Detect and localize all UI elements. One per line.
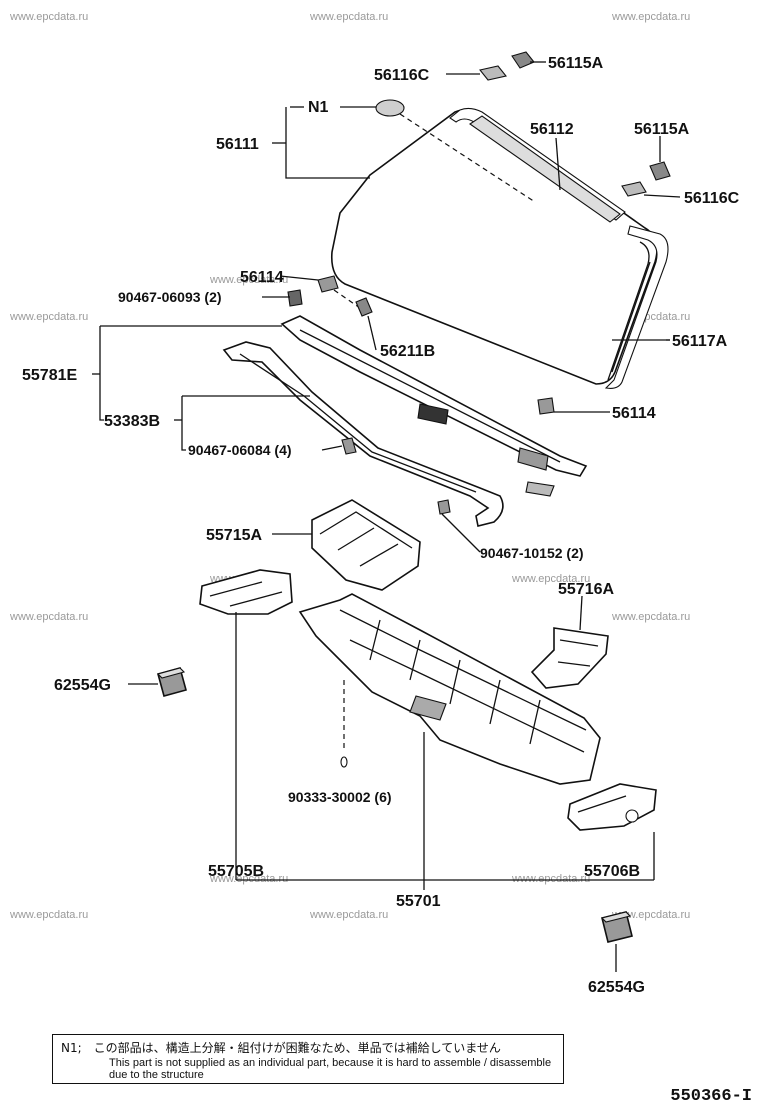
watermark: www.epcdata.ru <box>9 11 88 23</box>
label-56116C-top: 56116C <box>374 67 430 84</box>
label-90467-10152: 90467-10152 (2) <box>480 545 584 561</box>
label-55781E: 55781E <box>22 367 77 384</box>
watermark: www.epcdata.ru <box>611 909 690 921</box>
watermark: www.epcdata.ru <box>511 573 590 585</box>
label-n1: N1 <box>308 99 329 116</box>
label-62554G-bottom: 62554G <box>588 979 645 996</box>
windshield-molding-side <box>604 225 669 389</box>
label-56115A-right: 56115A <box>634 121 690 138</box>
label-62554G-left: 62554G <box>54 677 111 694</box>
watermark: www.epcdata.ru <box>9 311 88 323</box>
label-90333-30002: 90333-30002 (6) <box>288 789 392 805</box>
watermarks: www.epcdata.ru www.epcdata.ru www.epcdat… <box>9 11 690 921</box>
cowl-side-panel-55716A <box>530 627 609 689</box>
watermark: www.epcdata.ru <box>511 873 590 885</box>
label-56114-mid: 56114 <box>612 405 656 422</box>
cowl-top-panel-55701 <box>298 593 601 785</box>
label-56112: 56112 <box>530 121 574 138</box>
spacer-56114-top <box>317 275 361 309</box>
clip-90467-06084 <box>341 437 357 455</box>
label-56116C-right: 56116C <box>684 190 740 207</box>
pad-62554G-left <box>156 667 187 697</box>
pad-62554G-bottom <box>600 911 633 943</box>
clip-90333-30002 <box>340 680 348 768</box>
watermark: www.epcdata.ru <box>9 909 88 921</box>
cowl-side-panel-55715A <box>311 499 421 591</box>
cowl-bracket-55705B <box>199 569 293 615</box>
watermark: www.epcdata.ru <box>309 909 388 921</box>
windshield-molding-upper <box>449 107 626 223</box>
watermark: www.epcdata.ru <box>611 11 690 23</box>
watermark: www.epcdata.ru <box>309 11 388 23</box>
label-55716A: 55716A <box>558 581 614 598</box>
leader-lines <box>92 61 681 972</box>
label-90467-06084: 90467-06084 (4) <box>188 442 292 458</box>
watermark: www.epcdata.ru <box>209 873 288 885</box>
clip-90467-06093 <box>287 289 303 307</box>
label-56114-top: 56114 <box>240 269 284 286</box>
spacer-56114-lower <box>537 397 555 415</box>
footnote-japanese: N1; この部品は、構造上分解・組付けが困難なため、単品では補給していません <box>61 1041 501 1055</box>
label-56117A: 56117A <box>672 333 728 350</box>
watermark: www.epcdata.ru <box>611 611 690 623</box>
label-55705B: 55705B <box>208 863 264 880</box>
clip-56116C-right <box>621 181 647 197</box>
clip-90467-10152 <box>437 499 451 515</box>
watermark: www.epcdata.ru <box>209 274 288 286</box>
label-55715A: 55715A <box>206 527 262 544</box>
label-90467-06093: 90467-06093 (2) <box>118 289 222 305</box>
label-53383B: 53383B <box>104 413 160 430</box>
diagram-code: 550366-I <box>670 1087 752 1106</box>
clip-56115A-right <box>649 161 671 181</box>
footnote-english: This part is not supplied as an individu… <box>109 1057 552 1081</box>
clip-56116C-top <box>479 65 507 81</box>
label-56211B: 56211B <box>380 343 435 360</box>
cowl-louver-upper <box>280 315 588 497</box>
label-55706B: 55706B <box>584 863 640 880</box>
footnote-box: N1; この部品は、構造上分解・組付けが困難なため、単品では補給していません T… <box>52 1034 564 1084</box>
cowl-bracket-55706B <box>567 783 657 831</box>
n1-stopper <box>375 99 536 203</box>
clip-56211B <box>355 297 373 317</box>
label-55701: 55701 <box>396 893 441 910</box>
cowl-seal-lower <box>222 341 504 527</box>
part-labels: 56116C 56115A N1 56111 56112 56115A 5611… <box>22 55 740 996</box>
label-56111: 56111 <box>216 136 259 153</box>
label-56115A-top: 56115A <box>548 55 604 72</box>
watermark: www.epcdata.ru <box>9 611 88 623</box>
clip-56115A-top <box>511 51 535 69</box>
